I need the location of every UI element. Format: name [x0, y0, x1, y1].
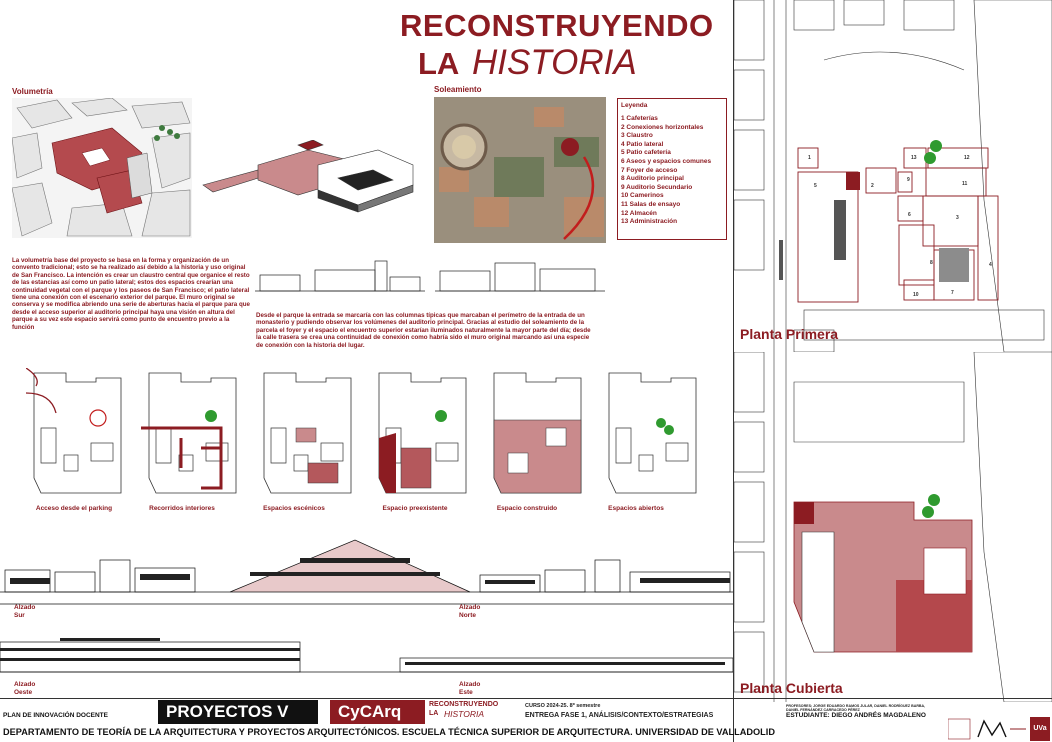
soleamiento-label: Soleamiento	[434, 85, 482, 94]
diagram-label: Espacio preexistente	[382, 505, 448, 512]
elevation-oeste-este	[0, 638, 733, 673]
legend-box: Leyenda 1 Cafeterías 2 Conexiones horizo…	[617, 98, 727, 240]
legend-item: 10 Camerinos	[621, 192, 664, 200]
uva-logo: UVa	[1030, 717, 1050, 741]
mini-title1: RECONSTRUYENDO	[429, 701, 499, 708]
plan-innovacion: PLAN DE INNOVACIÓN DOCENTE	[3, 712, 108, 719]
room-number: 2	[871, 183, 874, 189]
room-number: 1	[808, 155, 811, 161]
plan-cubierta-drawing	[734, 352, 1052, 702]
panel-divider	[733, 0, 734, 742]
entrega: ENTREGA FASE 1, ANÁLISIS/CONTEXTO/ESTRAT…	[525, 712, 714, 719]
mini-title2a: LA	[429, 710, 439, 717]
sun-study-aerial	[434, 97, 606, 243]
cycarq-badge: CyCArq	[330, 700, 425, 724]
room-number: 6	[908, 212, 911, 218]
volumetria-label: Volumetría	[12, 87, 53, 96]
axonometric-volume	[202, 140, 414, 213]
room-number: 13	[911, 155, 917, 161]
room-number: 7	[951, 290, 954, 296]
title-line2-prefix: LA	[418, 46, 460, 81]
diagram-row	[26, 368, 697, 494]
title-line2-main: HISTORIA	[472, 43, 637, 82]
text-entrance: Desde el parque la entrada se marcaría c…	[256, 312, 591, 349]
diagram-label: Acceso desde el parking	[35, 505, 113, 512]
diagram-label: Espacios escénicos	[263, 505, 325, 512]
legend-item: 9 Auditorio Secundario	[621, 183, 693, 191]
estudiante: ESTUDIANTE: DIEGO ANDRÉS MAGDALENO	[786, 712, 926, 719]
proyectos-badge: PROYECTOS V	[158, 700, 318, 724]
room-number: 8	[930, 260, 933, 266]
legend-item: 6 Aseos y espacios comunes	[621, 157, 712, 165]
plan-primera-drawing	[734, 0, 1052, 352]
legend-title: Leyenda	[621, 102, 648, 109]
small-elevations	[255, 260, 605, 292]
plan-cubierta-title: Planta Cubierta	[740, 680, 843, 696]
legend-item: 4 Patio lateral	[621, 140, 664, 148]
text-volumetria: La volumetría base del proyecto se basa …	[12, 257, 250, 331]
diagram-label: Espacios abiertos	[608, 505, 664, 512]
room-number: 10	[913, 292, 919, 298]
legend-item: 8 Auditorio principal	[621, 175, 684, 183]
legend-item: 7 Foyer de acceso	[621, 166, 678, 174]
room-number: 3	[956, 215, 959, 221]
mini-title2b: HISTORIA	[444, 709, 484, 719]
legend-item: 11 Salas de ensayo	[621, 200, 681, 208]
profesores: PROFESORES: JORGE EDUARDO RAMOS JULAR, D…	[786, 704, 926, 712]
room-number: 12	[964, 155, 970, 161]
school-logos	[948, 718, 1026, 740]
legend-item: 13 Administración	[621, 218, 678, 226]
room-number: 5	[814, 183, 817, 189]
curso: CURSO 2024-25. 8º semestre	[525, 703, 601, 709]
room-number: 9	[907, 177, 910, 183]
volumetry-city-drawing	[12, 98, 192, 238]
legend-item: 12 Almacén	[621, 209, 657, 217]
legend-item: 2 Conexiones horizontales	[621, 123, 704, 131]
room-number: 4	[989, 262, 992, 268]
elevation-sur-norte	[0, 539, 733, 605]
room-number: 11	[962, 181, 968, 187]
plan-primera-title: Planta Primera	[740, 326, 839, 342]
departamento: DEPARTAMENTO DE TEORÍA DE LA ARQUITECTUR…	[3, 727, 775, 737]
title-line1: RECONSTRUYENDO	[400, 8, 714, 43]
legend-item: 1 Cafeterías	[621, 115, 658, 122]
diagram-label: Espacio construido	[496, 505, 558, 512]
legend-item: 5 Patio cafetería	[621, 149, 671, 157]
legend-item: 3 Claustro	[621, 132, 653, 140]
diagram-label: Recorridos interiores	[149, 505, 215, 512]
footer-divider	[0, 698, 1052, 699]
